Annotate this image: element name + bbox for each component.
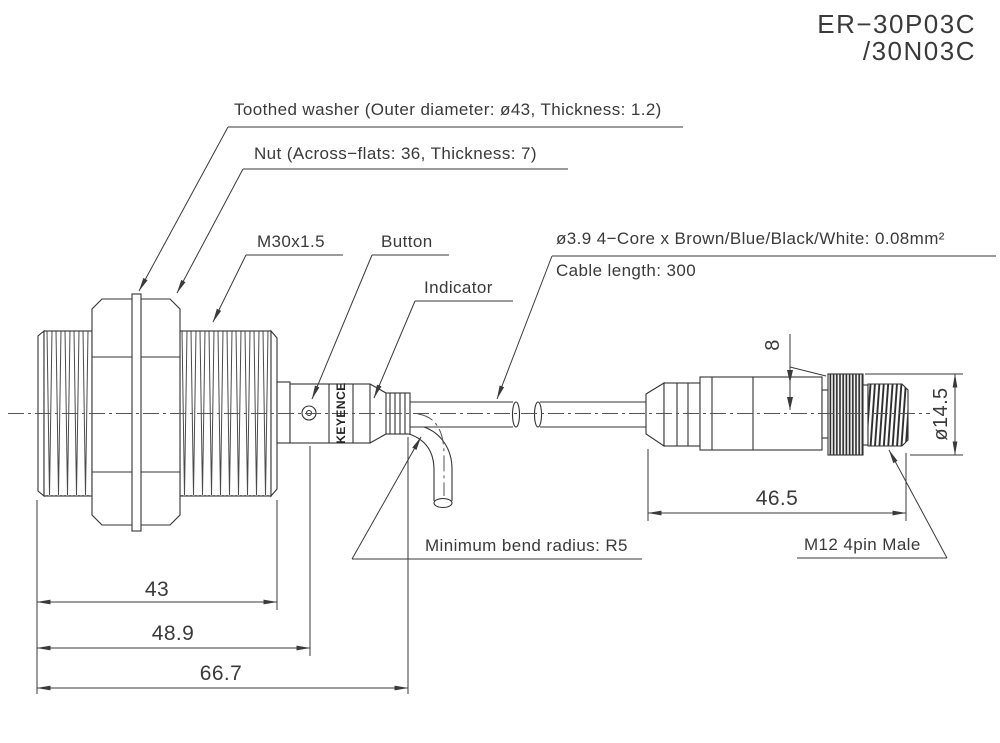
model-number-line1: ER−30P03C: [817, 9, 976, 39]
grip-segments: [676, 383, 689, 446]
leader-thread-spec: [212, 254, 247, 323]
cable-break-end-2: [533, 401, 543, 428]
connector-grip: [663, 382, 701, 447]
bend-inner: [423, 426, 453, 501]
leader-cable-spec: [496, 255, 553, 400]
dim-thread-length: 43: [144, 578, 170, 601]
knurled-ring: [827, 373, 864, 456]
m12-connector: [645, 373, 909, 456]
dim-8-arrow-1: [787, 370, 793, 383]
leader-nut: [176, 168, 244, 294]
label-connector-type: M12 4pin Male: [804, 535, 921, 554]
leader-lines: [138, 126, 996, 560]
model-title: ER−30P03C /30N03C: [700, 11, 976, 65]
dim-overall-length: 66.7: [199, 662, 243, 685]
leader-indicator: [373, 300, 416, 399]
dim-8-arrow-2: [787, 397, 793, 410]
cable-straight-1: [410, 401, 513, 428]
label-min-bend-radius: Minimum bend radius: R5: [425, 536, 628, 555]
label-button: Button: [381, 232, 433, 251]
cable-break-end-1: [511, 401, 521, 428]
brand-logo-text: KEYENCE: [334, 382, 348, 444]
dim-8-leader: [789, 366, 827, 377]
centerlines: [8, 413, 930, 496]
neck: [276, 381, 291, 444]
leader-button: [311, 254, 373, 400]
bend-outer: [408, 433, 435, 501]
model-number-line2: /30N03C: [862, 36, 976, 66]
dimension-lines: [36, 334, 963, 694]
label-indicator: Indicator: [424, 278, 493, 297]
label-thread-spec: M30x1.5: [257, 232, 326, 251]
leader-connector-type: [888, 449, 948, 559]
thread-gap: [862, 384, 869, 446]
label-cable-length: Cable length: 300: [556, 261, 697, 280]
label-nut: Nut (Across−flats: 36, Thickness: 7): [254, 144, 537, 163]
leader-toothed-washer: [138, 126, 229, 292]
dim-connector-offset: 8: [761, 339, 784, 351]
dim-connector-diameter: ø14.5: [929, 387, 952, 441]
label-toothed-washer: Toothed washer (Outer diameter: ø43, Thi…: [234, 100, 662, 119]
cable: [408, 401, 646, 509]
m12-thread-tip: [867, 383, 909, 447]
connector-nose: [645, 382, 665, 448]
cable-straight-2: [540, 401, 646, 428]
dim-connector-length: 46.5: [755, 487, 799, 510]
leader-min-bend: [351, 436, 422, 560]
label-cable-spec: ø3.9 4−Core x Brown/Blue/Black/White: 0.…: [556, 229, 945, 248]
toothed-washer: [131, 293, 142, 532]
bend-centerline: [417, 413, 445, 496]
dim-body-length: 48.9: [151, 622, 195, 645]
bent-cable-end: [433, 497, 453, 509]
